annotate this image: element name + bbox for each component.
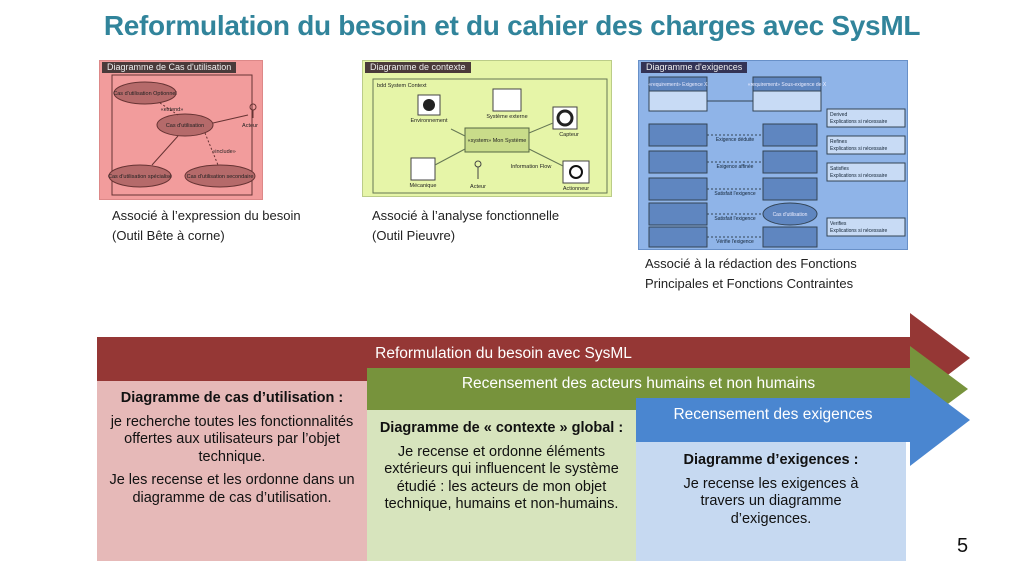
green-arrow — [367, 346, 968, 432]
use-case-diagram-image: Diagramme de Cas d'utilisation Cas d'uti… — [99, 60, 263, 200]
diagram-tag: Diagramme de contexte — [365, 62, 471, 73]
green-box-bg — [367, 410, 636, 561]
caption-line: Associé à l’expression du besoin — [112, 208, 301, 223]
label-environment: Environnement — [411, 118, 448, 124]
label-include: «include» — [212, 149, 236, 155]
box-heading: Diagramme de cas d’utilisation : — [120, 390, 344, 406]
blue-arrow-label: Recensement des exigences — [673, 406, 873, 423]
label-bdd-system-context: bdd System Context — [377, 83, 427, 89]
use-case-box: Diagramme de cas d’utilisation : je rech… — [97, 384, 367, 519]
box-heading: Diagramme de « contexte » global : — [379, 420, 624, 436]
label-refines: Refines — [830, 139, 847, 145]
label-explanation: Explications si nécessaire — [830, 146, 887, 152]
label-actuator: Actionneur — [563, 186, 589, 192]
label-verifies: Verifies — [830, 221, 847, 227]
context-box: Diagramme de « contexte » global : Je re… — [367, 414, 636, 526]
label-sensor: Capteur — [559, 132, 579, 138]
label-information-flow: Information Flow — [511, 164, 552, 170]
caption-line: Associé à l’analyse fonctionnelle — [372, 208, 560, 223]
label-secondary-use-case: Cas d'utilisation secondaire — [187, 174, 254, 180]
requirements-drawing: «requirement» Exigence X «requirement» S… — [648, 76, 906, 248]
label-sub-requirement: «requirement» Sous-exigence de X — [748, 82, 827, 88]
label-my-system: «system» Mon Système — [468, 138, 527, 144]
label-mechanical: Mécanique — [410, 183, 437, 189]
diagram-tag: Diagramme de Cas d'utilisation — [102, 62, 237, 73]
label-satisfies: Satisfies — [830, 166, 849, 172]
box-text: je recherche toutes les fonctionnalités … — [110, 413, 354, 465]
caption-context: Associé à l’analyse fonctionnelle (Outil… — [372, 206, 559, 246]
box-heading: Diagramme d’exigences : — [683, 452, 859, 468]
blue-arrow — [636, 375, 970, 466]
label-explanation: Explications si nécessaire — [830, 228, 887, 234]
requirements-box: Diagramme d’exigences : Je recense les e… — [636, 446, 906, 540]
label-external-system: Système externe — [486, 114, 527, 120]
pink-box-bg — [97, 381, 367, 561]
use-case-drawing: Cas d'utilisation Optionnel «extend» Cas… — [108, 74, 258, 196]
green-arrow-label: Recensement des acteurs humains et non h… — [461, 375, 816, 392]
red-arrow-label: Reformulation du besoin avec SysML — [375, 345, 632, 362]
label-satisfies-requirement: Satisfait l'exigence — [714, 191, 755, 197]
box-text: Je les recense et les ordonne dans un di… — [109, 472, 355, 506]
label-explanation: Explications si nécessaire — [830, 119, 887, 125]
label-requirement-x: «requirement» Exigence X — [649, 82, 709, 88]
caption-line: Principales et Fonctions Contraintes — [645, 276, 854, 291]
label-use-case: Cas d'utilisation — [166, 123, 204, 129]
requirements-diagram-image: Diagramme d'exigences «requirement» Exig… — [638, 60, 908, 250]
label-use-case: Cas d'utilisation — [773, 212, 808, 218]
label-optional-use-case: Cas d'utilisation Optionnel — [113, 91, 176, 97]
diagram-tag: Diagramme d'exigences — [641, 62, 748, 73]
red-arrow — [97, 313, 970, 404]
caption-line: Associé à la rédaction des Fonctions — [645, 256, 857, 271]
box-text: Je recense et ordonne éléments extérieur… — [384, 443, 619, 513]
box-text: Je recense les exigences à travers un di… — [683, 475, 859, 527]
label-specialized-use-case: Cas d'utilisation spécialisé — [108, 174, 172, 180]
context-drawing: bdd System Context Environnement Système… — [372, 78, 608, 194]
label-actor: Acteur — [470, 184, 486, 190]
context-diagram-image: Diagramme de contexte bdd System Context… — [362, 60, 612, 197]
label-derived-requirement: Exigence déduite — [716, 137, 755, 143]
label-verifies-requirement: Vérifie l'exigence — [716, 239, 754, 245]
label-satisfies-requirement: Satisfait l'exigence — [714, 216, 755, 222]
label-extend: «extend» — [161, 107, 184, 113]
caption-line: (Outil Pieuvre) — [372, 228, 456, 243]
slide-title: Reformulation du besoin et du cahier des… — [103, 10, 921, 41]
caption-requirements: Associé à la rédaction des Fonctions Pri… — [645, 254, 857, 294]
caption-line: (Outil Bête à corne) — [112, 228, 225, 243]
page-number: 5 — [957, 535, 969, 557]
caption-use-case: Associé à l’expression du besoin (Outil … — [112, 206, 301, 246]
label-derived: Derived — [830, 112, 847, 118]
label-explanation: Explications si nécessaire — [830, 173, 887, 179]
label-actor: Acteur — [242, 123, 258, 129]
label-refined-requirement: Exigence affinée — [717, 164, 754, 170]
blue-box-bg — [636, 442, 906, 561]
